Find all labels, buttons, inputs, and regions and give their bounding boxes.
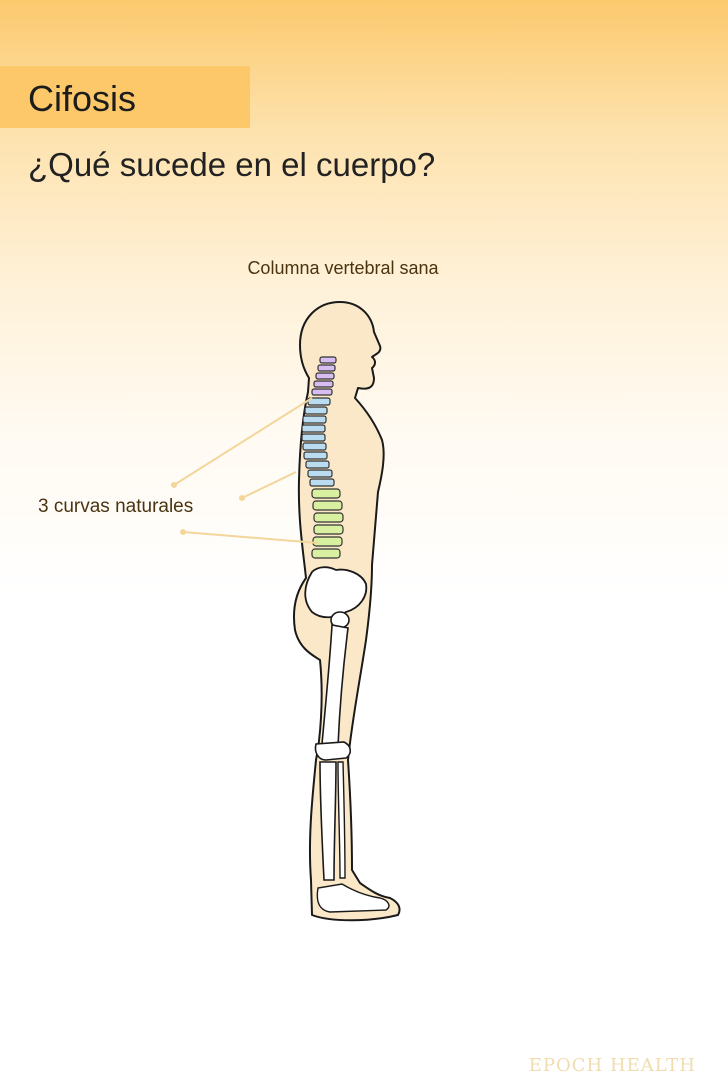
knee — [314, 741, 352, 761]
foot-bones — [316, 883, 390, 913]
fibula — [337, 761, 346, 879]
pointer-lines — [173, 397, 319, 544]
page-title: ¿Qué sucede en el cuerpo? — [28, 146, 436, 183]
thoracic-vertebrae — [301, 397, 335, 487]
pointer-arrowheads — [171, 482, 245, 535]
curves-annotation: 3 curvas naturales — [38, 496, 194, 517]
cervical-vertebrae — [311, 356, 337, 396]
topic-tag — [0, 66, 250, 128]
tibia — [319, 761, 337, 881]
lumbar-vertebrae — [311, 488, 344, 559]
pelvis — [304, 566, 368, 619]
figure-caption: Columna vertebral sana — [247, 258, 439, 278]
topic-label: Cifosis — [28, 78, 137, 119]
brand-logo: EPOCH HEALTH — [528, 1055, 696, 1076]
